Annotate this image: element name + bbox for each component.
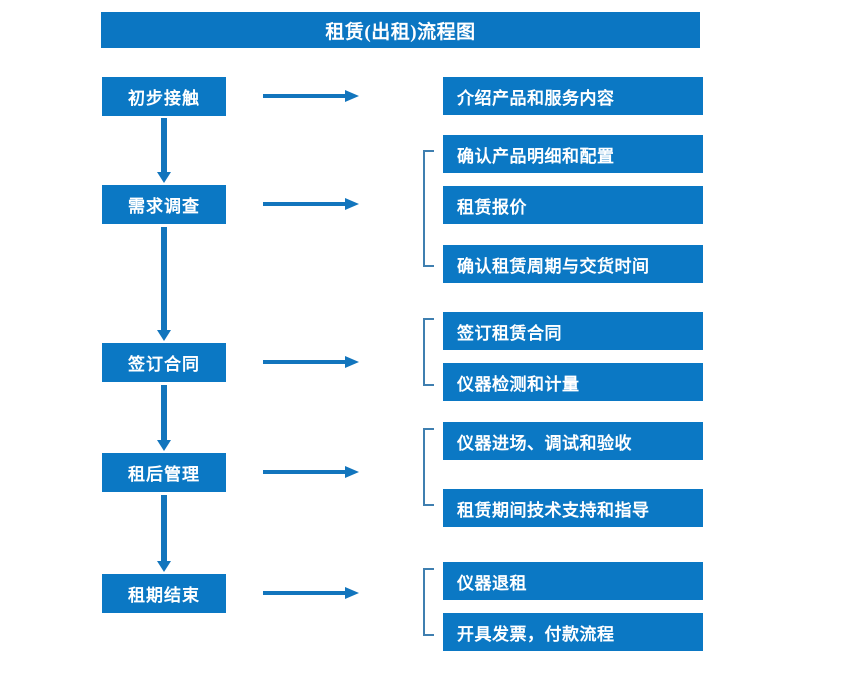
- group-bracket-contract: [423, 318, 434, 386]
- horizontal-arrow-stage-1: [263, 88, 361, 104]
- horizontal-arrow-stage-4: [263, 464, 361, 480]
- vertical-arrow-3-to-4: [155, 385, 173, 452]
- detail-box-6[interactable]: 仪器检测和计量: [443, 363, 703, 401]
- group-bracket-end-of-term: [423, 568, 434, 636]
- horizontal-arrow-stage-3: [263, 354, 361, 370]
- group-bracket-after-rental: [423, 428, 434, 506]
- vertical-arrow-1-to-2: [155, 118, 173, 183]
- detail-box-8[interactable]: 租赁期间技术支持和指导: [443, 489, 703, 527]
- detail-box-5[interactable]: 签订租赁合同: [443, 312, 703, 350]
- group-bracket-requirements: [423, 150, 434, 267]
- detail-box-7[interactable]: 仪器进场、调试和验收: [443, 422, 703, 460]
- stage-box-5[interactable]: 租期结束: [102, 574, 226, 613]
- detail-box-2[interactable]: 确认产品明细和配置: [443, 135, 703, 173]
- vertical-arrow-4-to-5: [155, 495, 173, 573]
- stage-box-1[interactable]: 初步接触: [102, 77, 226, 116]
- detail-box-10[interactable]: 开具发票，付款流程: [443, 613, 703, 651]
- stage-box-4[interactable]: 租后管理: [102, 453, 226, 492]
- stage-box-3[interactable]: 签订合同: [102, 343, 226, 382]
- detail-box-4[interactable]: 确认租赁周期与交货时间: [443, 245, 703, 283]
- detail-box-3[interactable]: 租赁报价: [443, 186, 703, 224]
- stage-box-2[interactable]: 需求调查: [102, 185, 226, 224]
- detail-box-9[interactable]: 仪器退租: [443, 562, 703, 600]
- diagram-title: 租赁(出租)流程图: [101, 12, 700, 48]
- detail-box-1[interactable]: 介绍产品和服务内容: [443, 77, 703, 115]
- horizontal-arrow-stage-5: [263, 585, 361, 601]
- vertical-arrow-2-to-3: [155, 227, 173, 342]
- horizontal-arrow-stage-2: [263, 196, 361, 212]
